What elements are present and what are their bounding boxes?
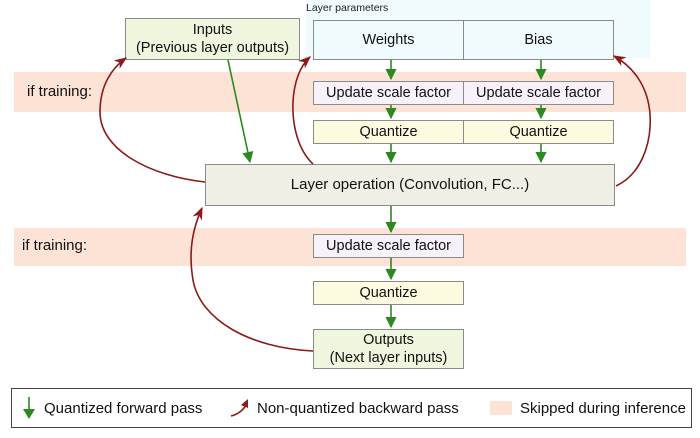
legend-forward: Quantized forward pass bbox=[20, 389, 202, 427]
backward-arrow-op-to-weights bbox=[292, 56, 314, 165]
quantize-outputs-box: Quantize bbox=[313, 281, 464, 305]
layer-operation-box: Layer operation (Convolution, FC...) bbox=[205, 164, 615, 206]
training-label-bottom: if training: bbox=[22, 237, 88, 254]
red-curved-arrow-icon bbox=[230, 399, 248, 417]
update-scale-weights-box: Update scale factor bbox=[313, 81, 464, 105]
update-scale-outputs-box: Update scale factor bbox=[313, 234, 464, 258]
quantize-weights-box: Quantize bbox=[313, 120, 464, 144]
legend: Quantized forward pass Non-quantized bac… bbox=[11, 388, 692, 428]
inputs-box: Inputs (Previous layer outputs) bbox=[125, 18, 300, 60]
legend-skipped: Skipped during inference bbox=[490, 389, 686, 427]
training-label-top: if training: bbox=[27, 83, 93, 100]
outputs-box: Outputs (Next layer inputs) bbox=[313, 329, 464, 369]
legend-backward: Non-quantized backward pass bbox=[229, 389, 459, 427]
layer-parameters-title: Layer parameters bbox=[306, 2, 389, 14]
green-arrow-icon bbox=[23, 397, 35, 419]
arrow-inputs-to-op bbox=[227, 59, 254, 164]
legend-forward-label: Quantized forward pass bbox=[44, 399, 203, 417]
backward-arrow-op-to-bias bbox=[612, 55, 651, 187]
inputs-title: Inputs bbox=[192, 22, 233, 38]
skipped-swatch bbox=[490, 401, 512, 415]
backward-arrow-outputs-to-op bbox=[190, 206, 314, 352]
backward-arrow-op-to-inputs bbox=[99, 57, 206, 183]
legend-skipped-label: Skipped during inference bbox=[520, 399, 686, 417]
bias-box: Bias bbox=[463, 20, 614, 60]
legend-backward-label: Non-quantized backward pass bbox=[257, 399, 459, 417]
inputs-subtitle: (Previous layer outputs) bbox=[135, 40, 290, 56]
quantize-bias-box: Quantize bbox=[463, 120, 614, 144]
update-scale-bias-box: Update scale factor bbox=[463, 81, 614, 105]
outputs-title: Outputs bbox=[363, 332, 414, 348]
outputs-subtitle: (Next layer inputs) bbox=[329, 350, 448, 366]
